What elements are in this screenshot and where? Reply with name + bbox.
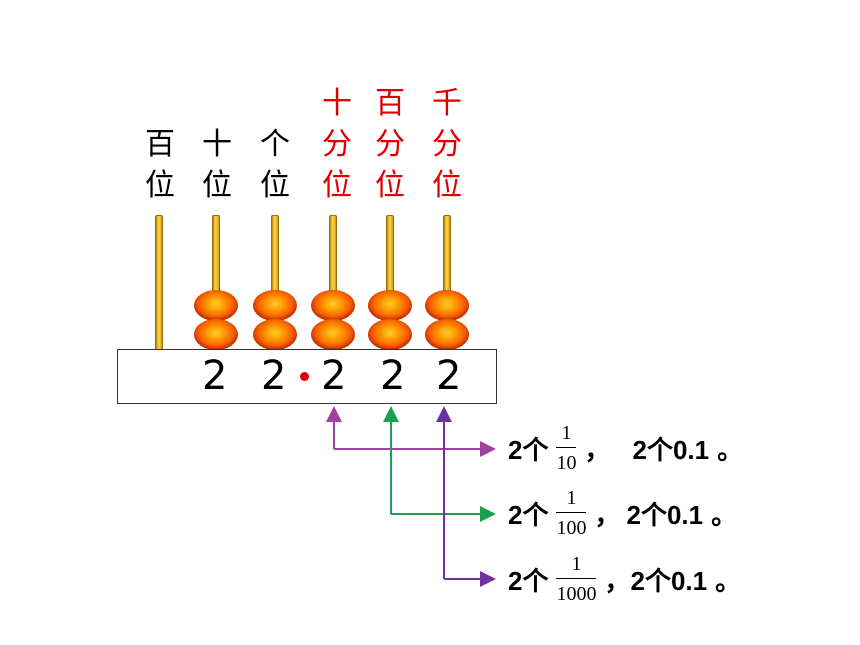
fraction-numerator: 1	[561, 422, 572, 444]
note-tenths: 2个 1 10 ， 2个0.1 。	[508, 418, 743, 478]
note-end: 。	[711, 499, 738, 530]
note-separator: ，	[604, 565, 631, 596]
label-char: 分	[375, 127, 405, 162]
label-char: 位	[202, 168, 232, 203]
abacus-bead	[253, 290, 297, 321]
label-char: 分	[432, 127, 462, 162]
note-prefix: 2个	[508, 499, 549, 530]
note-separator: ，	[594, 499, 621, 530]
abacus-bead	[311, 290, 355, 321]
decimal-point	[300, 372, 309, 381]
abacus-bead	[311, 319, 355, 350]
fraction: 1 100	[556, 487, 587, 539]
fraction: 1 10	[556, 422, 577, 474]
abacus-bead	[194, 290, 238, 321]
label-char: 位	[322, 168, 352, 203]
label-ones: 个 位	[255, 124, 295, 206]
fraction-denominator: 1000	[556, 578, 597, 605]
note-end: 。	[717, 434, 744, 465]
label-char: 位	[375, 168, 405, 203]
fraction: 1 1000	[556, 553, 597, 605]
abacus-bead	[368, 319, 412, 350]
label-char: 位	[145, 168, 175, 203]
digit-ones: 2	[261, 353, 287, 399]
note-hundredths: 2个 1 100 ， 2个0.1 。	[508, 483, 737, 543]
label-char: 十	[202, 127, 232, 162]
digit-hundredths: 2	[380, 353, 406, 399]
digit-tenths: 2	[321, 353, 347, 399]
label-char: 个	[260, 127, 290, 162]
note-prefix: 2个	[508, 434, 549, 465]
label-char: 位	[432, 168, 462, 203]
note-end: 。	[715, 565, 742, 596]
label-hundreds: 百 位	[140, 124, 180, 206]
fraction-numerator: 1	[571, 553, 582, 575]
abacus-bead	[194, 319, 238, 350]
fraction-denominator: 100	[556, 512, 587, 539]
note-separator: ，	[584, 434, 611, 465]
abacus-rod-hundreds	[155, 215, 163, 350]
label-char: 百	[375, 86, 405, 121]
label-hundredths: 百 分 位	[370, 83, 410, 206]
label-char: 位	[260, 168, 290, 203]
abacus-bead	[368, 290, 412, 321]
label-char: 百	[145, 127, 175, 162]
label-char: 千	[432, 86, 462, 121]
note-suffix: 2个0.1	[632, 434, 710, 465]
label-char: 分	[322, 127, 352, 162]
abacus-bead	[425, 319, 469, 350]
fraction-denominator: 10	[556, 447, 577, 474]
label-char: 十	[322, 86, 352, 121]
digit-thousandths: 2	[436, 353, 462, 399]
note-prefix: 2个	[508, 565, 549, 596]
fraction-numerator: 1	[566, 487, 577, 509]
note-thousandths: 2个 1 1000 ， 2个0.1 。	[508, 549, 741, 609]
note-suffix: 2个0.1	[626, 499, 704, 530]
abacus-bead	[425, 290, 469, 321]
label-tens: 十 位	[197, 124, 237, 206]
label-tenths: 十 分 位	[317, 83, 357, 206]
label-thousandths: 千 分 位	[427, 83, 467, 206]
abacus-bead	[253, 319, 297, 350]
digit-tens: 2	[202, 353, 228, 399]
note-suffix: 2个0.1	[630, 565, 708, 596]
